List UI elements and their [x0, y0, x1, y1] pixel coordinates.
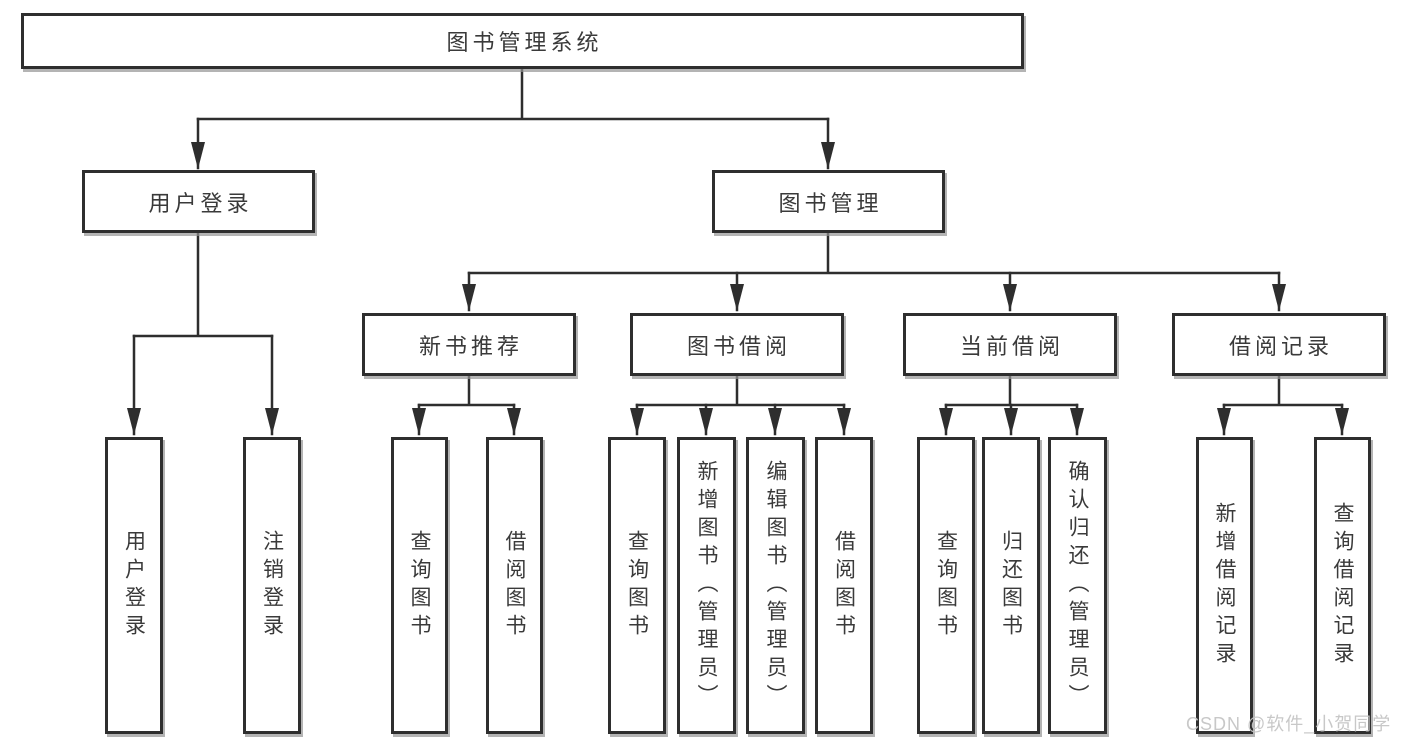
node-label: 图书管理 — [778, 190, 883, 216]
leaf-logout: 注销登录 — [243, 437, 301, 734]
connector-root-trunk — [196, 67, 830, 121]
node-label: 用户登录 — [148, 190, 253, 216]
node-label: 新书推荐 — [418, 333, 523, 359]
leaf-borrowing-borrow-books: 借阅图书 — [815, 437, 873, 734]
node-book-borrowing: 图书借阅 — [630, 313, 844, 376]
connector-book-borrowing-trunk — [635, 373, 846, 407]
node-label: 借阅图书 — [832, 529, 856, 642]
leaf-query-borrow-record: 查询借阅记录 — [1314, 437, 1371, 734]
node-label: 新增借阅记录 — [1213, 501, 1237, 670]
connector-user-login-trunk — [132, 231, 274, 338]
leaf-user-login: 用户登录 — [105, 437, 163, 734]
node-borrowing-records: 借阅记录 — [1172, 313, 1386, 376]
connector-book-management-trunk — [467, 231, 1281, 275]
node-label: 查询图书 — [408, 529, 432, 642]
node-user-login: 用户登录 — [82, 170, 315, 233]
node-label: 新增图书（管理员） — [695, 459, 719, 712]
node-label: 确认归还（管理员） — [1066, 459, 1090, 712]
node-label: 查询图书 — [625, 529, 649, 642]
connector-new-book-recommendation-trunk — [417, 373, 516, 407]
node-label: 借阅记录 — [1228, 333, 1333, 359]
node-book-management: 图书管理 — [712, 170, 945, 233]
node-label: 注销登录 — [260, 529, 284, 642]
leaf-edit-book-admin: 编辑图书（管理员） — [746, 437, 805, 734]
node-label: 图书借阅 — [686, 333, 791, 359]
node-label: 查询借阅记录 — [1331, 501, 1355, 670]
leaf-add-book-admin: 新增图书（管理员） — [677, 437, 736, 734]
node-library-management-system: 图书管理系统 — [21, 13, 1024, 69]
leaf-recommend-borrow-books: 借阅图书 — [486, 437, 543, 734]
leaf-add-borrow-record: 新增借阅记录 — [1196, 437, 1253, 734]
node-label: 编辑图书（管理员） — [764, 459, 788, 712]
node-label: 借阅图书 — [503, 529, 527, 642]
node-new-book-recommendation: 新书推荐 — [362, 313, 576, 376]
node-label: 归还图书 — [999, 529, 1023, 642]
node-current-borrowing: 当前借阅 — [903, 313, 1117, 376]
node-label: 当前借阅 — [959, 333, 1064, 359]
node-label: 图书管理系统 — [446, 30, 603, 55]
leaf-current-query-books: 查询图书 — [917, 437, 975, 734]
leaf-borrowing-query-books: 查询图书 — [608, 437, 666, 734]
node-label: 查询图书 — [934, 529, 958, 642]
csdn-watermark: CSDN @软件_小贺同学 — [1186, 714, 1392, 734]
connector-current-borrowing-trunk — [944, 373, 1079, 407]
leaf-return-books: 归还图书 — [982, 437, 1040, 734]
leaf-confirm-return-admin: 确认归还（管理员） — [1048, 437, 1107, 734]
connector-borrowing-records-trunk — [1222, 373, 1344, 407]
leaf-recommend-query-books: 查询图书 — [391, 437, 448, 734]
node-label: 用户登录 — [122, 529, 146, 642]
